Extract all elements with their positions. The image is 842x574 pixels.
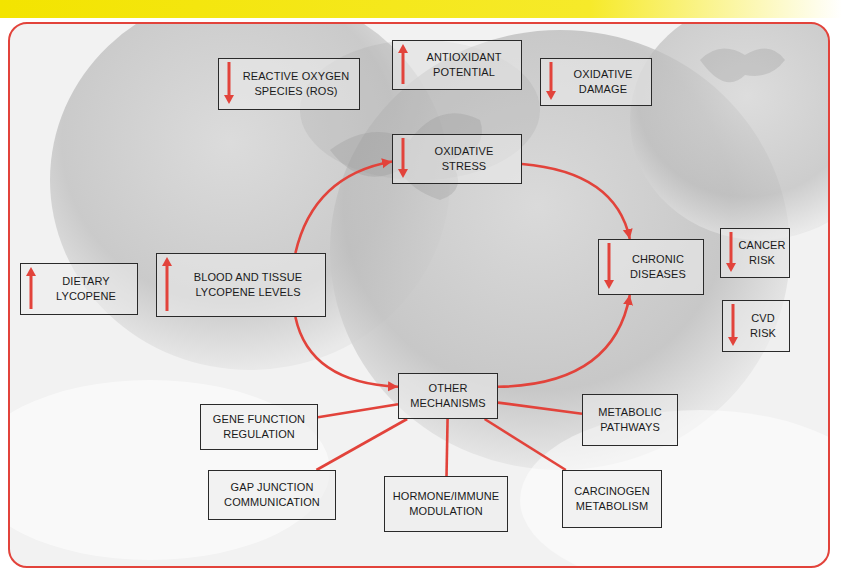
text-box: GAP JUNCTION COMMUNICATION <box>208 470 336 520</box>
decrease-arrow <box>224 62 236 104</box>
box-label: BLOOD AND TISSUE LYCOPENE LEVELS <box>177 270 319 300</box>
flow-arrow <box>498 295 630 387</box>
decrease-arrow <box>546 62 558 100</box>
text-box: OXIDATIVE STRESS <box>392 134 522 184</box>
text-box: CHRONIC DISEASES <box>598 239 704 295</box>
text-box: OTHER MECHANISMS <box>398 373 498 419</box>
box-label: OXIDATIVE STRESS <box>413 144 515 174</box>
connector-line <box>318 404 398 417</box>
decrease-arrow <box>728 304 740 346</box>
text-box: DIETARY LYCOPENE <box>20 263 138 315</box>
decrease-arrow <box>726 232 738 272</box>
connector-line <box>485 419 566 470</box>
increase-arrow <box>162 257 174 311</box>
text-box: CARCINOGEN METABOLISM <box>562 470 662 528</box>
box-label: CARCINOGEN METABOLISM <box>569 484 655 514</box>
connector-line <box>447 419 448 476</box>
increase-arrow <box>398 44 410 84</box>
decrease-arrow <box>398 138 410 178</box>
title-bar <box>0 0 842 18</box>
flow-arrow <box>295 317 398 387</box>
text-box: ANTIOXIDANT POTENTIAL <box>392 40 522 90</box>
flow-arrow <box>522 164 630 239</box>
text-box: METABOLIC PATHWAYS <box>582 394 678 446</box>
text-box: CANCER RISK <box>720 228 790 278</box>
box-label: REACTIVE OXYGEN SPECIES (ROS) <box>239 69 353 99</box>
box-label: GAP JUNCTION COMMUNICATION <box>215 480 329 510</box>
connector-line <box>498 403 582 414</box>
box-label: DIETARY LYCOPENE <box>41 274 131 304</box>
text-box: HORMONE/IMMUNE MODULATION <box>384 476 508 532</box>
connector-line <box>316 419 407 470</box>
box-label: HORMONE/IMMUNE MODULATION <box>391 489 501 519</box>
text-box: REACTIVE OXYGEN SPECIES (ROS) <box>218 58 360 110</box>
box-label: GENE FUNCTION REGULATION <box>207 412 311 442</box>
box-label: CVD RISK <box>743 311 783 341</box>
text-box: BLOOD AND TISSUE LYCOPENE LEVELS <box>156 253 326 317</box>
box-label: CANCER RISK <box>738 238 785 268</box>
box-label: ANTIOXIDANT POTENTIAL <box>413 50 515 80</box>
text-box: GENE FUNCTION REGULATION <box>200 404 318 450</box>
box-label: CHRONIC DISEASES <box>619 252 697 282</box>
text-box: CVD RISK <box>722 300 790 352</box>
increase-arrow <box>26 267 38 309</box>
box-label: OXIDATIVE DAMAGE <box>561 67 645 97</box>
frame-border <box>9 23 829 567</box>
box-label: METABOLIC PATHWAYS <box>589 405 671 435</box>
text-box: OXIDATIVE DAMAGE <box>540 58 652 106</box>
box-label: OTHER MECHANISMS <box>405 381 491 411</box>
decrease-arrow <box>604 243 616 289</box>
tomato-photo <box>9 23 829 567</box>
flow-arrow <box>295 162 392 254</box>
